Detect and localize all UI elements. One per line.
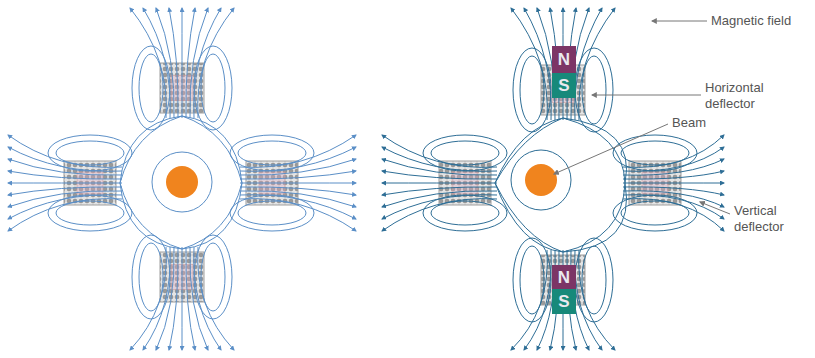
field-line xyxy=(495,183,563,252)
field-line xyxy=(563,118,627,183)
field-line xyxy=(382,171,497,179)
field-line xyxy=(8,183,122,184)
magnet-pole: N xyxy=(552,265,576,289)
magnet-pole: S xyxy=(552,73,576,98)
pole-letter: S xyxy=(558,77,569,94)
field-line xyxy=(8,171,122,179)
leader-line xyxy=(652,21,707,22)
field-line xyxy=(623,159,724,175)
quadrupole xyxy=(8,8,356,350)
field-loop xyxy=(139,243,163,311)
leader-line xyxy=(592,95,701,96)
magnet-pole: S xyxy=(552,289,576,314)
field-loop xyxy=(520,246,544,314)
field-line xyxy=(563,183,625,252)
field-loop xyxy=(48,195,132,231)
pole-letter: N xyxy=(558,51,570,68)
field-loop xyxy=(56,141,124,165)
field-loop xyxy=(139,54,163,122)
field-line xyxy=(382,135,497,167)
field-loop xyxy=(48,135,132,171)
pole-letter: N xyxy=(558,269,570,286)
quadrupole xyxy=(382,8,724,350)
field-loop xyxy=(431,201,499,225)
field-line xyxy=(382,199,497,231)
field-line xyxy=(190,247,208,350)
field-line xyxy=(495,183,563,252)
field-loop xyxy=(230,135,314,171)
field-line xyxy=(169,247,178,350)
callout-label: Beam xyxy=(672,115,732,131)
field-line xyxy=(623,199,724,231)
field-loop xyxy=(621,201,689,225)
field-loop xyxy=(513,48,551,132)
callout-label: Magnetic field xyxy=(711,13,811,29)
field-line xyxy=(240,135,356,167)
field-loop xyxy=(230,195,314,231)
field-line xyxy=(8,135,122,167)
field-line xyxy=(240,183,356,184)
field-line xyxy=(579,8,615,120)
field-loop xyxy=(520,56,544,124)
pole-letter: S xyxy=(558,293,569,310)
field-line xyxy=(623,135,724,167)
leader-line xyxy=(700,202,730,214)
field-line xyxy=(169,8,178,118)
field-ring xyxy=(511,150,571,210)
field-line xyxy=(511,8,547,120)
field-line xyxy=(563,118,625,183)
field-line xyxy=(182,247,183,350)
field-loop xyxy=(238,141,306,165)
field-loop xyxy=(513,238,551,322)
field-line xyxy=(623,183,724,184)
field-loop xyxy=(132,46,170,130)
field-line xyxy=(130,247,166,350)
magnet-pole: N xyxy=(552,46,576,73)
field-loop xyxy=(582,56,606,124)
field-loop xyxy=(201,243,225,311)
field-loop xyxy=(582,246,606,314)
field-line xyxy=(182,8,183,118)
callout-label: Horizontal deflector xyxy=(705,80,785,113)
field-line xyxy=(623,147,724,171)
field-line xyxy=(8,199,122,231)
leader-line xyxy=(554,124,668,174)
field-loop xyxy=(194,46,232,130)
field-loop xyxy=(56,201,124,225)
field-line xyxy=(240,199,356,231)
field-line xyxy=(198,247,234,350)
field-loop xyxy=(423,135,507,171)
field-loop xyxy=(194,235,232,319)
field-loop xyxy=(201,54,225,122)
field-loop xyxy=(621,141,689,165)
field-line xyxy=(240,171,356,179)
field-loop xyxy=(238,201,306,225)
field-line xyxy=(524,250,551,350)
field-line xyxy=(382,183,497,184)
field-loop xyxy=(613,195,697,231)
field-loop xyxy=(132,235,170,319)
field-loop xyxy=(575,238,613,322)
beam xyxy=(166,166,198,198)
field-loop xyxy=(613,135,697,171)
field-loop xyxy=(423,195,507,231)
field-line xyxy=(156,247,174,350)
field-line xyxy=(143,247,170,350)
field-line xyxy=(563,183,627,252)
field-loop xyxy=(431,141,499,165)
callout-label: Vertical deflector xyxy=(734,203,810,236)
field-ring xyxy=(152,152,212,212)
beam xyxy=(525,164,557,196)
field-loop xyxy=(575,48,613,132)
field-line xyxy=(623,171,724,179)
